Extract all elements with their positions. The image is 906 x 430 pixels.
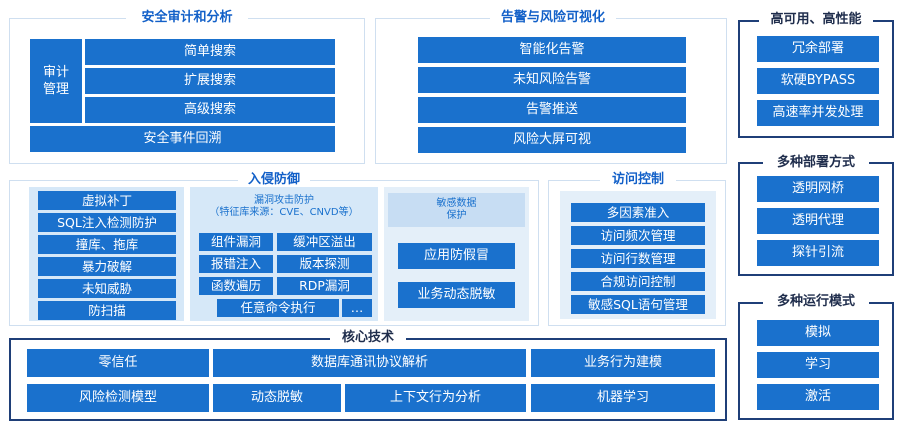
mode-panel-title: 多种运行模式 [763,294,869,310]
ha-panel-title: 高可用、高性能 [759,12,873,28]
vuln-item-rdp: RDP漏洞 [277,277,372,295]
intrusion-sensitive-title: 敏感数据 保护 [436,198,477,221]
core-panel-title: 核心技术 [330,330,406,346]
sensitive-item-dynamic-masking: 业务动态脱敏 [398,282,515,308]
access-item-frequency: 访问频次管理 [571,226,705,245]
deploy-item-probe: 探针引流 [757,240,879,266]
access-panel-title: 访问控制 [600,172,676,188]
vuln-item-function-traversal: 函数遍历 [199,277,273,295]
core-item-context-analysis: 上下文行为分析 [345,384,526,412]
core-item-behavior-modeling: 业务行为建模 [531,349,715,377]
intrusion-item-anti-scan: 防扫描 [38,301,176,320]
intrusion-vuln-group [190,187,378,321]
audit-item-event-backtrace: 安全事件回溯 [30,126,335,152]
core-item-zero-trust: 零信任 [27,349,209,377]
ha-item-bypass: 软硬BYPASS [757,68,879,94]
intrusion-item-unknown-threat: 未知威胁 [38,279,176,298]
intrusion-vuln-title: 漏洞攻击防护 （特征库来源：CVE、CNVD等） [209,195,359,218]
vuln-item-error-injection: 报错注入 [199,255,273,273]
core-item-dynamic-masking: 动态脱敏 [213,384,341,412]
alert-item-big-screen: 风险大屏可视 [418,127,686,153]
intrusion-sensitive-title-box [388,193,525,227]
access-item-compliance: 合规访问控制 [571,272,705,291]
vuln-item-more: … [342,299,372,317]
ha-item-redundant: 冗余部署 [757,36,879,62]
access-item-row-count: 访问行数管理 [571,249,705,268]
intrusion-item-sql-injection: SQL注入检测防护 [38,213,176,232]
alert-item-unknown-risk: 未知风险告警 [418,67,686,93]
alert-item-push: 告警推送 [418,97,686,123]
mode-item-simulate: 模拟 [757,320,879,346]
intrusion-panel-title: 入侵防御 [238,172,310,188]
deploy-item-proxy: 透明代理 [757,208,879,234]
audit-item-advanced-search: 高级搜索 [85,97,335,123]
audit-item-extended-search: 扩展搜索 [85,68,335,94]
access-item-sensitive-sql: 敏感SQL语句管理 [571,295,705,314]
core-item-protocol-parse: 数据库通讯协议解析 [213,349,526,377]
ha-item-high-concurrency: 高速率并发处理 [757,100,879,126]
vuln-item-buffer-overflow: 缓冲区溢出 [277,233,372,251]
sensitive-item-anti-counterfeit: 应用防假冒 [398,243,515,269]
deploy-item-bridge: 透明网桥 [757,176,879,202]
deploy-panel-title: 多种部署方式 [763,155,869,171]
mode-item-activate: 激活 [757,384,879,410]
audit-item-simple-search: 简单搜索 [85,39,335,65]
intrusion-item-virtual-patch: 虚拟补丁 [38,191,176,210]
intrusion-item-brute-force: 暴力破解 [38,257,176,276]
alert-item-smart-alert: 智能化告警 [418,37,686,63]
mode-item-learn: 学习 [757,352,879,378]
vuln-item-version-probe: 版本探测 [277,255,372,273]
access-item-mfa: 多因素准入 [571,203,705,222]
vuln-item-command-exec: 任意命令执行 [217,299,339,317]
intrusion-item-credential-stuffing: 撞库、拖库 [38,235,176,254]
alert-panel-title: 告警与风险可视化 [490,10,616,26]
audit-management-label: 审计 管理 [30,39,82,123]
audit-panel-title: 安全审计和分析 [126,10,248,26]
core-item-machine-learning: 机器学习 [531,384,715,412]
vuln-item-component: 组件漏洞 [199,233,273,251]
core-item-risk-model: 风险检测模型 [27,384,209,412]
